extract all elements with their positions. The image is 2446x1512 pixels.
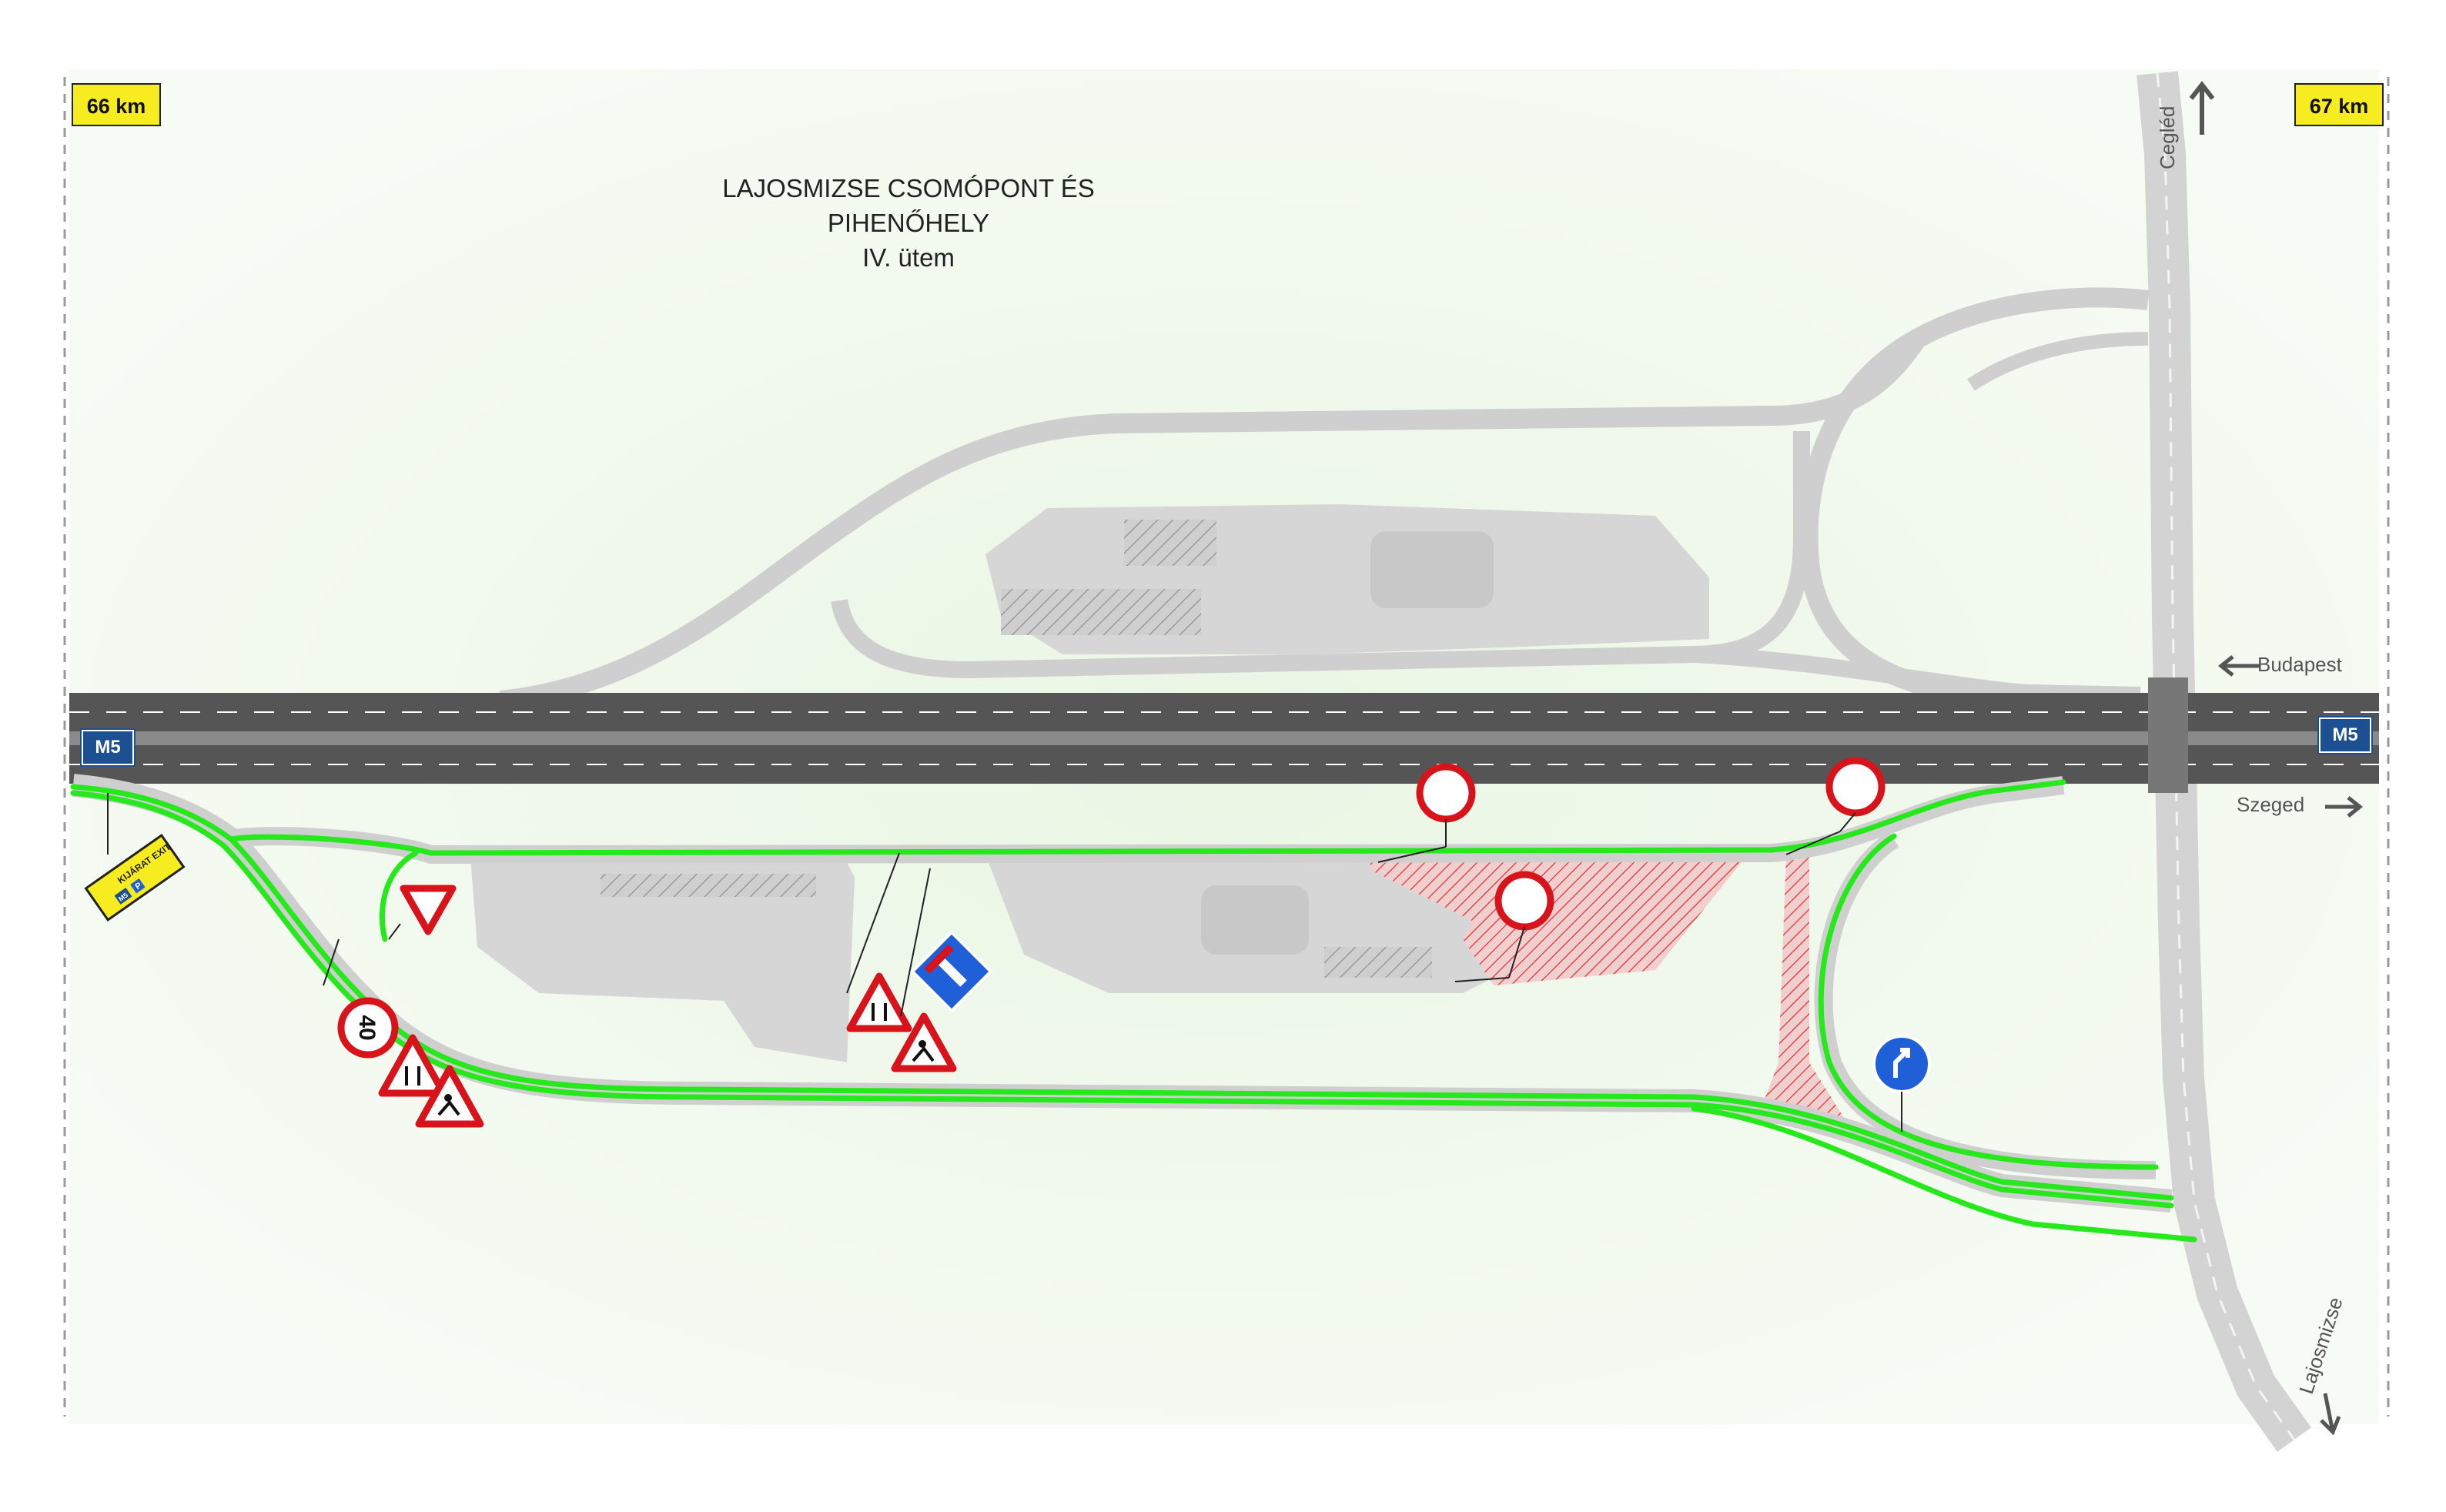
bridge xyxy=(2148,677,2188,793)
roadworks-sign-icon-2 xyxy=(891,1012,957,1072)
m5-badge-left: M5 xyxy=(82,730,134,765)
direction-budapest: Budapest xyxy=(2257,653,2342,676)
arrow-north-icon xyxy=(2189,81,2215,135)
direction-cegled: Cegléd xyxy=(2156,105,2179,169)
yield-sign-icon xyxy=(400,885,457,935)
arrow-south-icon xyxy=(2320,1393,2341,1436)
km-marker-right: 67 km xyxy=(2294,83,2384,126)
title-line-2: PIHENŐHELY xyxy=(827,209,990,237)
km-marker-left: 66 km xyxy=(72,83,161,126)
title-line-3: IV. ütem xyxy=(862,243,955,272)
no-entry-sign-icon-1 xyxy=(1416,763,1476,823)
arrow-east-icon xyxy=(2325,796,2364,818)
no-entry-sign-icon-3 xyxy=(1494,871,1554,931)
road-narrows-sign-icon-2 xyxy=(846,972,912,1032)
m5-badge-right: M5 xyxy=(2319,718,2371,753)
roadworks-sign-icon xyxy=(415,1065,484,1128)
north-access-road xyxy=(499,333,1926,711)
arrow-west-icon xyxy=(2217,655,2260,677)
dead-end-sign-icon xyxy=(910,930,993,1013)
road-narrows-sign-icon xyxy=(378,1034,447,1097)
detour-route xyxy=(70,779,2197,1243)
south-rest-area xyxy=(470,847,855,1062)
title-line-1: LAJOSMIZSE CSOMÓPONT ÉS xyxy=(722,174,1095,202)
direction-szeged: Szeged xyxy=(2237,793,2305,816)
speed-limit-sign-icon: 40 xyxy=(337,997,399,1059)
keep-direction-sign-icon xyxy=(1872,1035,1931,1093)
speed-limit-value: 40 xyxy=(354,1015,380,1040)
map-title: LAJOSMIZSE CSOMÓPONT ÉS PIHENŐHELY IV. ü… xyxy=(631,171,1186,275)
closure-area-3 xyxy=(1755,855,1848,1124)
no-entry-sign-icon-2 xyxy=(1825,757,1886,817)
north-loop xyxy=(1798,287,2150,707)
